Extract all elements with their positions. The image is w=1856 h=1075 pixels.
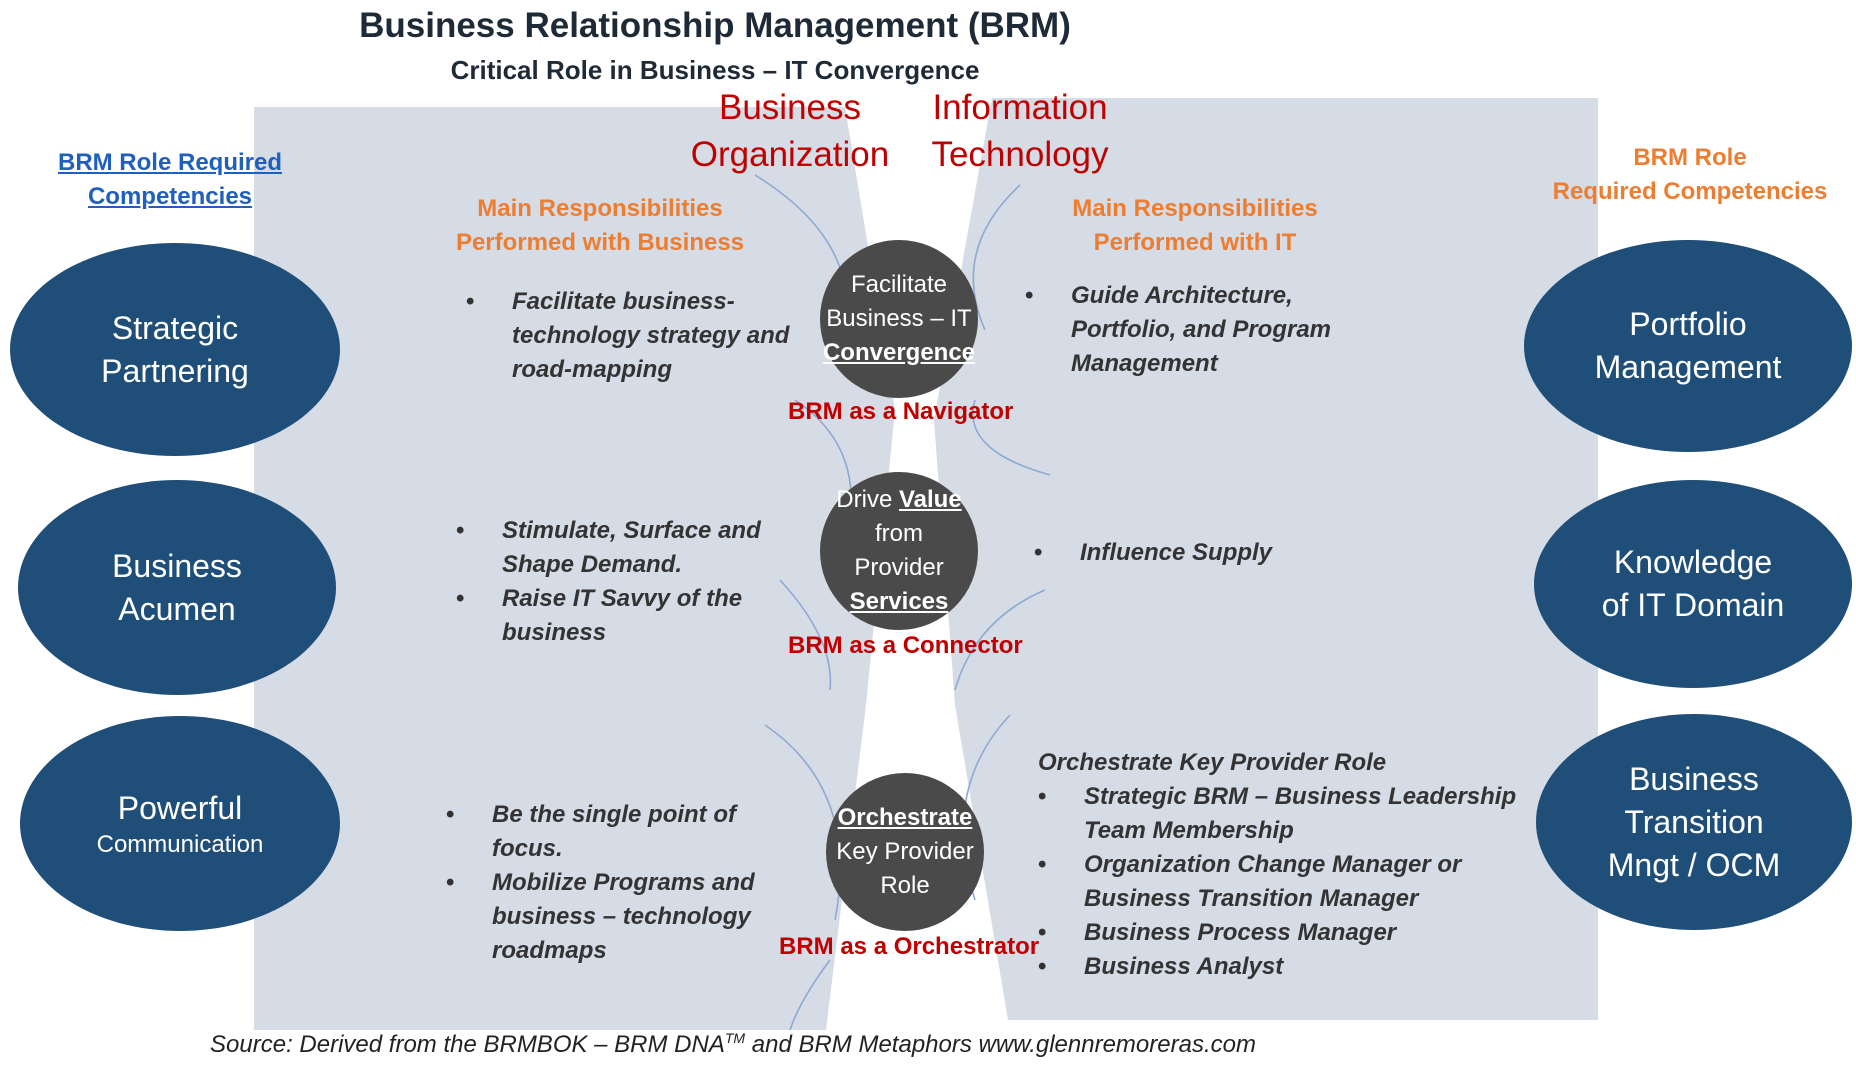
competency-line: Portfolio xyxy=(1629,306,1747,342)
competency-portfolio-management: Portfolio Management xyxy=(1524,240,1852,452)
competency-line: Knowledge xyxy=(1613,544,1773,580)
competency-line: Partnering xyxy=(101,352,249,389)
business-resp-list-1: Facilitate business-technology strategy … xyxy=(466,285,811,387)
header-line: Required Competencies xyxy=(1552,178,1828,205)
left-competencies-header: BRM Role Required Competencies xyxy=(35,146,305,214)
competency-line: Management xyxy=(1594,349,1782,385)
header-line: Performed with Business xyxy=(455,229,745,256)
page-subtitle: Critical Role in Business – IT Convergen… xyxy=(450,55,980,85)
circle-line: Convergence xyxy=(822,339,976,366)
competency-line: of IT Domain xyxy=(1601,587,1785,623)
header-line: Organization xyxy=(690,135,890,174)
list-item: Facilitate business-technology strategy … xyxy=(466,285,811,387)
source-text: Source: Derived from the BRMBOK – BRM DN… xyxy=(210,1031,725,1058)
circle-line: Key Provider xyxy=(836,838,974,865)
role-circle-drive-value: Drive Value from Provider Services xyxy=(820,472,978,630)
source-caption: Source: Derived from the BRMBOK – BRM DN… xyxy=(0,1030,1466,1059)
list-item: Organization Change Manager or Business … xyxy=(1038,848,1518,916)
list-item: Mobilize Programs and business – technol… xyxy=(446,866,806,968)
role-circle-orchestrate: Orchestrate Key Provider Role xyxy=(826,773,984,931)
list-item: Business Process Manager xyxy=(1038,916,1518,950)
circle-line: Role xyxy=(880,872,930,899)
role-circle-facilitate: Facilitate Business – IT Convergence xyxy=(820,240,978,398)
it-orchestrate-heading: Orchestrate Key Provider Role xyxy=(1038,749,1387,776)
business-organization-header: Business Organization xyxy=(680,84,900,178)
list-item: Raise IT Savvy of the business xyxy=(456,582,806,650)
list-item: Guide Architecture, Portfolio, and Progr… xyxy=(1025,279,1375,381)
header-line: Main Responsibilities xyxy=(1072,195,1318,222)
business-resp-list-3: Be the single point of focus. Mobilize P… xyxy=(446,798,806,968)
competency-powerful-communication: Powerful Communication xyxy=(20,716,340,931)
it-resp-list-1: Guide Architecture, Portfolio, and Progr… xyxy=(1025,279,1375,381)
circle-line: Drive Value xyxy=(836,483,961,517)
list-item: Business Analyst xyxy=(1038,950,1518,984)
list-item: Influence Supply xyxy=(1034,536,1334,570)
competency-line: Mngt / OCM xyxy=(1607,846,1781,883)
competency-line: Transition xyxy=(1624,803,1764,840)
competency-line: Business xyxy=(1629,760,1759,797)
circle-text: Value xyxy=(898,486,962,513)
circle-line: Business – IT xyxy=(826,305,972,332)
competency-knowledge-of-it-domain: Knowledge of IT Domain xyxy=(1534,480,1852,688)
circle-text: Drive xyxy=(836,486,899,513)
list-item: Strategic BRM – Business Leadership Team… xyxy=(1038,780,1518,848)
role-navigator-label: BRM as a Navigator xyxy=(788,398,1014,425)
business-responsibilities-header: Main Responsibilities Performed with Bus… xyxy=(390,192,810,260)
header-line: BRM Role xyxy=(1633,144,1747,171)
list-item: Be the single point of focus. xyxy=(446,798,806,866)
header-line: Business xyxy=(718,88,862,127)
it-resp-list-2: Influence Supply xyxy=(1034,536,1334,570)
circle-line: Services xyxy=(849,588,949,615)
competency-line: Acumen xyxy=(118,590,236,627)
competency-line: Business xyxy=(112,547,242,584)
it-resp-list-3: Strategic BRM – Business Leadership Team… xyxy=(1038,780,1518,984)
competency-business-transition: Business Transition Mngt / OCM xyxy=(1536,714,1852,930)
list-item: Stimulate, Surface and Shape Demand. xyxy=(456,514,806,582)
header-line: Main Responsibilities xyxy=(477,195,723,222)
source-text: and BRM Metaphors www.glennremoreras.com xyxy=(745,1031,1256,1058)
circle-line: Facilitate xyxy=(850,271,948,298)
header-line: BRM Role Required xyxy=(57,149,282,176)
right-competencies-header: BRM Role Required Competencies xyxy=(1540,141,1840,209)
competency-line: Communication xyxy=(96,831,264,858)
circle-line: Orchestrate xyxy=(837,804,973,831)
page-title: Business Relationship Management (BRM) xyxy=(359,6,1071,45)
it-responsibilities-header: Main Responsibilities Performed with IT xyxy=(985,192,1405,260)
header-line: Technology xyxy=(931,135,1109,174)
header-line: Performed with IT xyxy=(1093,229,1297,256)
role-connector-label: BRM as a Connector xyxy=(788,632,1023,659)
header-line: Competencies xyxy=(87,183,253,210)
competency-line: Strategic xyxy=(111,309,239,346)
circle-line: Provider xyxy=(854,554,944,581)
circle-line: from xyxy=(875,520,923,547)
business-resp-list-2: Stimulate, Surface and Shape Demand. Rai… xyxy=(456,514,806,650)
information-technology-header: Information Technology xyxy=(910,84,1130,178)
role-orchestrator-label: BRM as a Orchestrator xyxy=(779,933,1040,960)
header-line: Information xyxy=(932,88,1108,127)
trademark-superscript: TM xyxy=(724,1030,746,1046)
competency-business-acumen: Business Acumen xyxy=(18,480,336,695)
competency-strategic-partnering: Strategic Partnering xyxy=(10,243,340,456)
competency-line: Powerful xyxy=(117,790,243,826)
